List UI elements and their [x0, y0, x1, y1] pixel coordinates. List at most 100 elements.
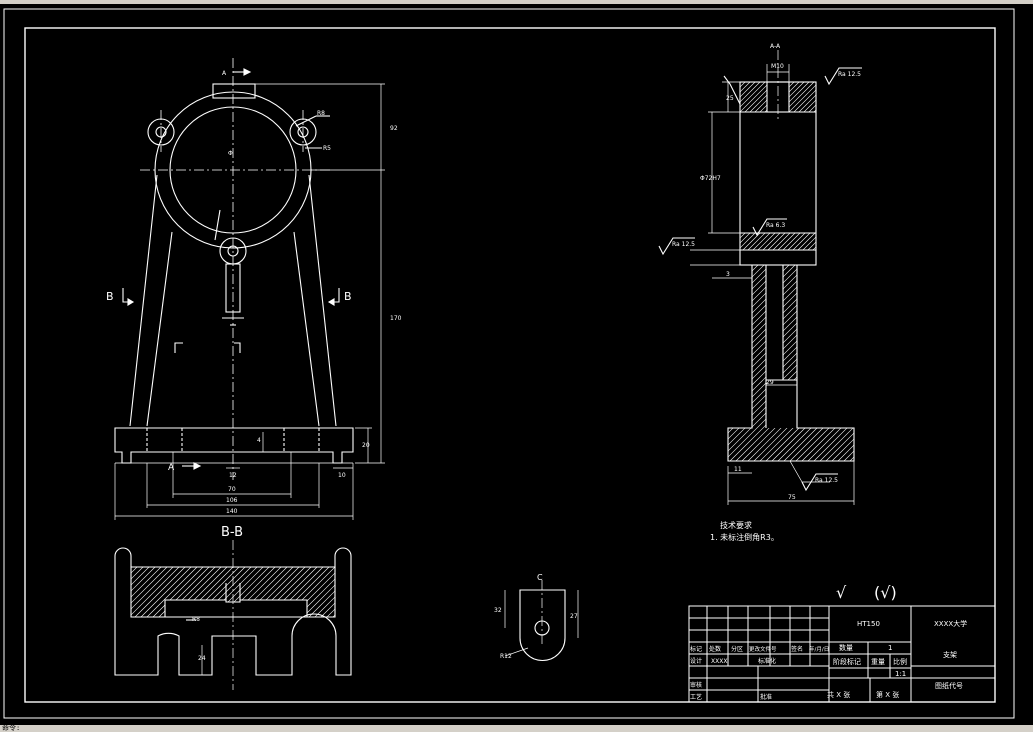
hatch-line: [131, 567, 156, 617]
hatch-line: [783, 265, 854, 461]
hatch-line: [757, 233, 776, 250]
hatch-line: [798, 94, 816, 112]
marker-b-right: B: [344, 290, 352, 303]
tb-material: HT150: [857, 620, 880, 628]
hatch-line: [783, 265, 797, 380]
tb-sheet-no: 第 X 张: [876, 690, 899, 699]
hatch-line: [787, 233, 806, 250]
tb-design-value: XXXX: [711, 658, 727, 665]
hatch-line: [765, 265, 854, 461]
surface-check: √: [836, 583, 847, 602]
hatch-line: [747, 233, 766, 250]
tb-weight-label: 重量: [871, 658, 885, 666]
hatch-line: [813, 265, 854, 461]
tb-design-label: 设计: [690, 657, 702, 665]
tb-quantity-label: 数量: [839, 643, 853, 652]
tb-row-docno: 更改文件号: [749, 645, 777, 653]
hatch-line: [797, 233, 816, 250]
hatch-line: [789, 265, 854, 461]
dim-140: 140: [226, 508, 238, 515]
hatch-line: [740, 82, 751, 93]
tb-scale-value: 1:1: [895, 670, 906, 678]
hatch-line: [302, 567, 335, 617]
dim-25: 25: [726, 95, 734, 102]
section-bb-outline: [114, 547, 352, 676]
hatch-line: [801, 265, 854, 461]
tb-part-name: 支架: [943, 650, 957, 659]
detail-c-outline: [519, 589, 566, 662]
hatch-line: [795, 265, 854, 461]
hatch-line: [783, 265, 797, 380]
hatch-aa-flange: [740, 233, 816, 250]
dim-4: 4: [257, 437, 261, 444]
detail-c-marker: C: [537, 573, 543, 582]
tb-school: XXXX大学: [934, 619, 967, 628]
marker-a-bottom: A: [168, 463, 175, 473]
hatch-aa-rib: [783, 265, 797, 380]
roughness-3: Ra 6.3: [766, 222, 785, 229]
tech-notes-title: 技术要求: [720, 520, 752, 530]
dim-75: 75: [788, 494, 796, 501]
hatch-line: [782, 233, 801, 250]
hatch-line: [789, 82, 800, 93]
section-bb-title: B-B: [221, 525, 243, 540]
base-outline: [114, 427, 354, 464]
dim-24: 24: [198, 655, 206, 662]
dim-m10: M10: [771, 63, 784, 70]
command-line[interactable]: 命令:: [0, 725, 1033, 732]
roughness-1: Ra 12.5: [838, 71, 861, 78]
hatch-line: [131, 567, 168, 617]
hatch-line: [789, 84, 816, 112]
hatch-line: [759, 104, 767, 112]
dim-r12: R12: [500, 653, 512, 660]
hatch-line: [308, 567, 335, 617]
dim-70: 70: [228, 486, 236, 493]
hatch-line: [131, 567, 180, 617]
dim-r8: R8: [317, 110, 325, 117]
detail-c-view: [504, 580, 579, 662]
hatch-line: [803, 99, 816, 112]
hatch-line: [314, 567, 335, 617]
hatch-line: [320, 567, 335, 617]
hatch-line: [762, 233, 781, 250]
tech-notes-line1: 1. 未标注倒角R3。: [710, 532, 779, 542]
hatch-line: [759, 265, 854, 461]
tb-sheets-total: 共 X 张: [827, 690, 850, 699]
inner-frame: [24, 27, 996, 703]
title-block: [688, 605, 996, 703]
hatch-line: [802, 236, 816, 250]
tb-approve: 批准: [760, 693, 772, 701]
left-leg-outer: [129, 174, 158, 427]
hatch-line: [740, 82, 761, 103]
hatch-line: [740, 82, 756, 98]
tb-row-date: 年/月/日: [809, 645, 829, 653]
hatch-line: [789, 82, 815, 108]
dim-92: 92: [390, 125, 398, 132]
tb-scale-label: 比例: [893, 657, 907, 666]
hatch-line: [767, 233, 786, 250]
hatch-line: [146, 567, 198, 617]
hatch-line: [131, 567, 174, 617]
command-prompt: 命令:: [2, 724, 21, 732]
hatch-line: [808, 104, 816, 112]
tb-quantity-value: 1: [888, 644, 892, 652]
hatch-line: [140, 567, 192, 617]
dim-phi72h7: Φ72H7: [700, 175, 721, 182]
section-aa-title: A-A: [770, 43, 781, 50]
roughness-2: Ra 12.5: [672, 241, 695, 248]
hatch-line: [812, 246, 816, 250]
dim-27: 27: [570, 613, 578, 620]
dim-32: 32: [494, 607, 502, 614]
dim-r5: R5: [323, 145, 331, 152]
top-boss: [212, 83, 256, 99]
tb-stage-label: 阶段标记: [833, 657, 861, 666]
hatch-line: [783, 265, 797, 380]
window-top-edge: [0, 0, 1033, 4]
dim-20: 20: [362, 442, 370, 449]
tb-row-zone: 分区: [731, 645, 743, 653]
hatch-line: [740, 233, 756, 249]
front-view: [114, 58, 385, 520]
hatch-aa-top-left: [740, 82, 767, 112]
hatch-line: [740, 233, 746, 239]
